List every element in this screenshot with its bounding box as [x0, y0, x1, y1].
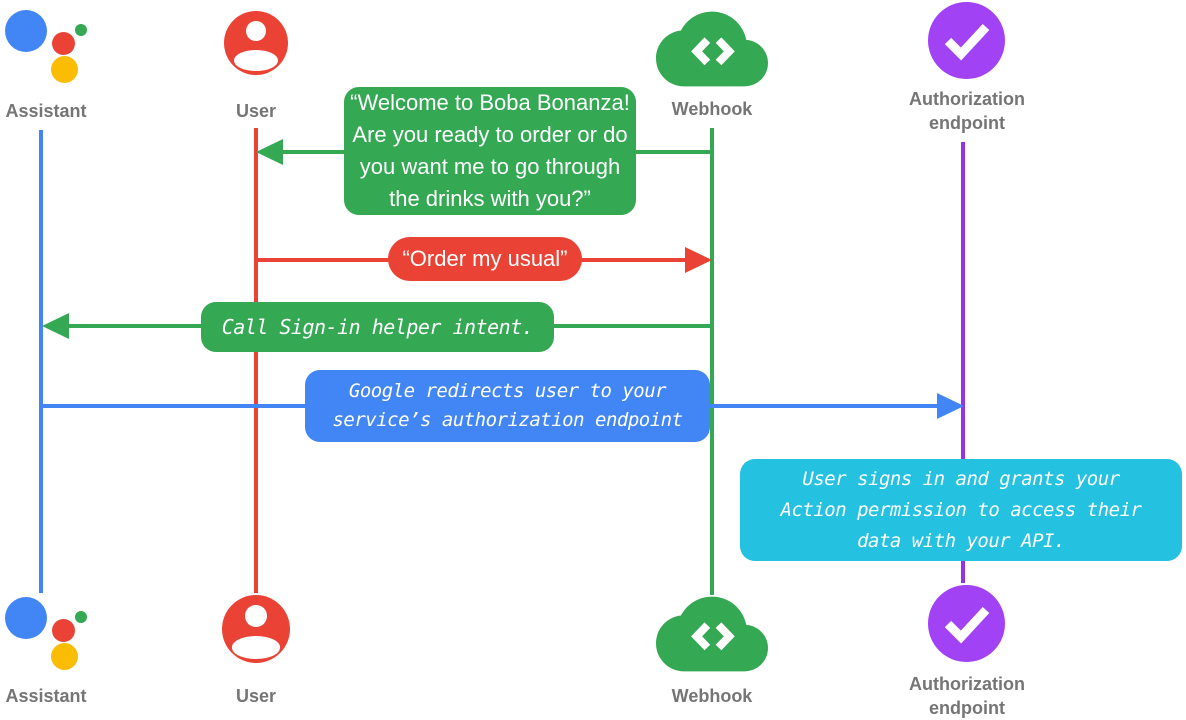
redirect-message-bubble: Google redirects user to your service’s …	[305, 370, 710, 442]
assistant-yellow-circle	[51, 56, 78, 83]
user-icon	[222, 595, 290, 663]
assistant-red-circle	[52, 619, 75, 642]
webhook-cloud-code-icon	[656, 10, 768, 93]
bubble-text-line: Call Sign-in helper intent.	[221, 315, 534, 339]
auth-label-bottom: Authorization endpoint	[903, 672, 1031, 720]
arrowhead-right-icon	[937, 393, 964, 419]
user-icon	[224, 11, 288, 75]
authorization-checkmark-icon	[928, 585, 1005, 667]
assistant-label-top: Assistant	[5, 101, 87, 121]
user-head-shape	[245, 20, 267, 42]
authorization-checkmark-icon	[928, 2, 1005, 84]
bubble-text-line: Are you ready to order or do	[352, 122, 628, 147]
assistant-green-circle	[75, 611, 87, 623]
bubble-text-line: User signs in and grants your	[802, 467, 1120, 490]
signin-intent-bubble: Call Sign-in helper intent.	[201, 302, 554, 352]
assistant-blue-circle	[5, 597, 47, 639]
assistant-green-circle	[75, 24, 87, 36]
user-body-shape	[233, 50, 279, 72]
webhook-label-bottom: Webhook	[671, 686, 753, 706]
assistant-lifeline	[39, 130, 43, 593]
user-body-shape	[232, 636, 280, 659]
webhook-cloud-code-icon	[656, 595, 768, 678]
assistant-blue-circle	[5, 10, 47, 52]
google-assistant-icon	[5, 8, 97, 93]
arrowhead-left-icon	[42, 313, 69, 339]
welcome-message-bubble: “Welcome to Boba Bonanza! Are you ready …	[344, 87, 636, 215]
auth-label-line2: endpoint	[929, 698, 1005, 718]
bubble-text-line: data with your API.	[857, 529, 1065, 552]
webhook-lifeline	[710, 128, 714, 595]
authorization-endpoint-lifeline	[961, 142, 965, 583]
auth-label-line2: endpoint	[929, 113, 1005, 133]
google-assistant-icon	[5, 595, 97, 680]
bubble-text-line: Google redirects user to your	[348, 380, 667, 402]
bubble-text-line: “Welcome to Boba Bonanza!	[350, 90, 630, 115]
bubble-text-line: you want me to go through	[359, 154, 621, 179]
bubble-text-line: Action permission to access their	[780, 498, 1143, 521]
arrowhead-right-icon	[685, 247, 712, 273]
bubble-text-line: service’s authorization endpoint	[332, 409, 683, 431]
bubble-text-line: the drinks with you?”	[389, 186, 591, 211]
bubble-text-line: “Order my usual”	[402, 246, 568, 271]
assistant-red-circle	[52, 32, 75, 55]
user-lifeline	[254, 128, 258, 593]
user-head-shape	[245, 605, 267, 627]
assistant-label-bottom: Assistant	[5, 686, 87, 706]
webhook-label-top: Webhook	[671, 99, 753, 119]
order-message-bubble: “Order my usual”	[388, 237, 582, 281]
assistant-yellow-circle	[51, 643, 78, 670]
auth-label-line1: Authorization	[909, 89, 1025, 109]
user-label-top: User	[235, 101, 277, 121]
grants-note-bubble: User signs in and grants your Action per…	[740, 459, 1182, 561]
auth-label-top: Authorization endpoint	[903, 87, 1031, 135]
arrowhead-left-icon	[256, 139, 283, 165]
auth-label-line1: Authorization	[909, 674, 1025, 694]
user-label-bottom: User	[235, 686, 277, 706]
